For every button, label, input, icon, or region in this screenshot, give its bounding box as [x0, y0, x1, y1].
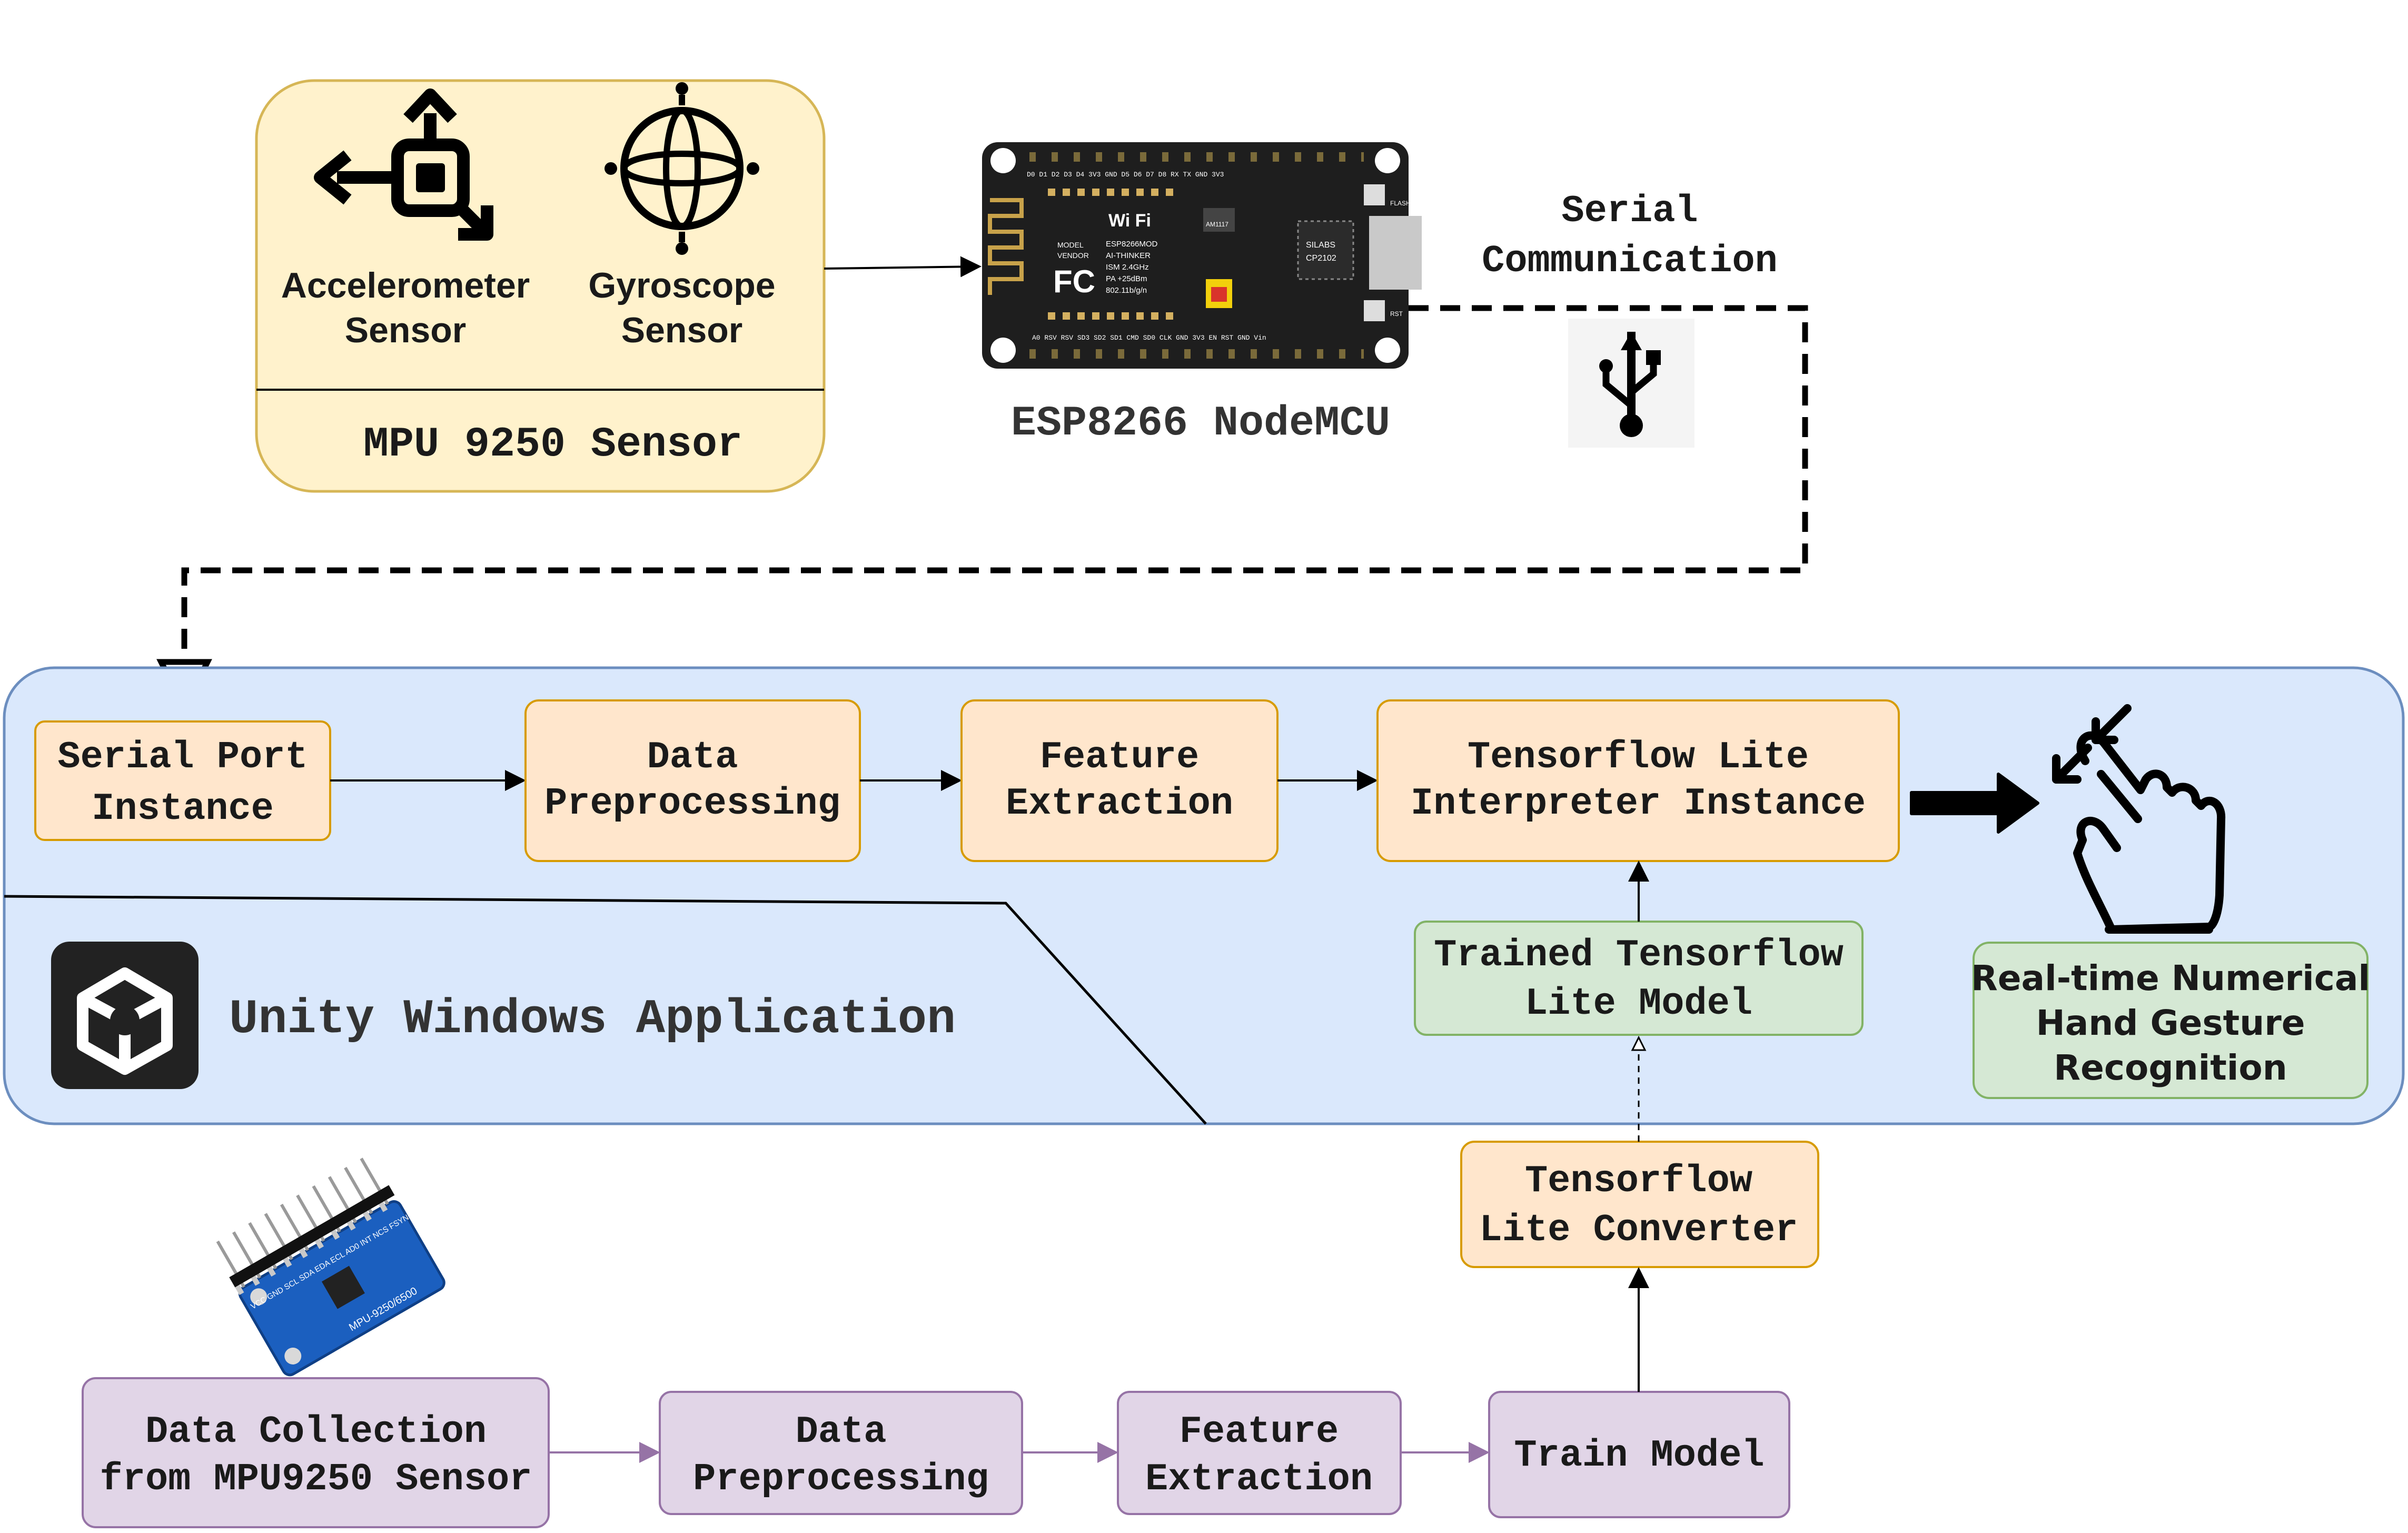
interpreter-line1: Tensorflow Lite [1468, 736, 1809, 779]
tflite-converter-box: Tensorflow Lite Converter [1460, 1141, 1819, 1268]
pinch-hand-icon [2052, 704, 2226, 934]
unity-prep-line2: Preprocessing [544, 782, 840, 825]
fc-logo: FC [1053, 264, 1095, 299]
gyroscope-icon [605, 82, 759, 255]
converter-line1: Tensorflow [1525, 1160, 1752, 1203]
trained-line1: Trained Tensorflow [1434, 934, 1844, 977]
board-label: ESP8266 NodeMCU [1011, 400, 1390, 448]
serial-port-line2: Instance [92, 787, 274, 830]
module-text-3: ISM 2.4GHz [1106, 263, 1149, 272]
gyroscope-label: Gyroscope [588, 265, 775, 305]
flash-label: FLASH [1390, 200, 1411, 207]
training-preprocessing-box: Data Preprocessing [659, 1391, 1023, 1515]
wifi-logo: Wi Fi [1108, 211, 1151, 231]
usb-chip-label-2: CP2102 [1306, 254, 1336, 263]
tflite-interpreter-box: Tensorflow Lite Interpreter Instance [1376, 699, 1900, 862]
training-feature-line2: Extraction [1145, 1458, 1373, 1501]
unity-logo-icon [51, 942, 199, 1089]
red-led [1211, 287, 1227, 302]
board-bottom-pin-labels: A0 RSV RSV SD3 SD2 SD1 CMD SD0 CLK GND 3… [1032, 334, 1266, 342]
usb-chip [1297, 220, 1354, 280]
usb-icon [1568, 319, 1694, 448]
mpu9250-sensor-panel: Accelerometer Sensor Gyroscope Sensor MP… [255, 79, 826, 493]
train-model-label: Train Model [1514, 1434, 1764, 1477]
data-collection-box: Data Collection from MPU9250 Sensor [82, 1377, 550, 1528]
serial-label-line1: Serial [1561, 190, 1698, 233]
module-text-1: ESP8266MOD [1106, 240, 1158, 249]
regulator-chip [1203, 208, 1235, 232]
serial-port-line1: Serial Port [57, 736, 308, 779]
unity-data-preprocessing-box: Data Preprocessing [524, 699, 861, 862]
accelerometer-sublabel: Sensor [345, 310, 467, 350]
training-feature-line1: Feature [1180, 1410, 1339, 1453]
serial-label-line2: Communication [1482, 240, 1778, 283]
unity-feature-line1: Feature [1040, 736, 1199, 779]
esp8266-board: D0 D1 D2 D3 D4 3V3 GND D5 D6 D7 D8 RX TX… [982, 142, 1422, 369]
unity-prep-line1: Data [647, 736, 738, 779]
result-recognition-box: Real-time Numerical Hand Gesture Recogni… [1971, 942, 2370, 1099]
collection-line1: Data Collection [145, 1410, 487, 1453]
regulator-label: AM1117 [1206, 221, 1228, 228]
usb-chip-label-1: SILABS [1306, 241, 1335, 250]
mpu9250-module-image: MPU-9250/6500 VCC GND SCL SDA EDA ECL AD… [216, 1158, 445, 1377]
unity-divider-line [4, 895, 1207, 1125]
accelerometer-icon [314, 88, 493, 241]
flash-button [1364, 184, 1385, 205]
interpreter-line2: Interpreter Instance [1411, 782, 1866, 825]
module-text-2: AI-THINKER [1106, 251, 1151, 260]
rst-label: RST [1390, 310, 1403, 318]
module-text-4: PA +25dBm [1106, 274, 1147, 283]
wifi-antenna-icon [988, 198, 1024, 295]
accelerometer-label: Accelerometer [281, 265, 530, 305]
training-feature-box: Feature Extraction [1117, 1391, 1402, 1515]
unity-feature-extraction-box: Feature Extraction [960, 699, 1279, 862]
training-prep-line2: Preprocessing [693, 1458, 989, 1501]
collection-line2: from MPU9250 Sensor [100, 1458, 532, 1501]
gyroscope-sublabel: Sensor [621, 310, 743, 350]
training-prep-line1: Data [796, 1410, 887, 1453]
converter-line2: Lite Converter [1480, 1209, 1798, 1252]
output-big-arrow [1910, 773, 2039, 834]
result-line2: Hand Gesture [2036, 1003, 2305, 1043]
sensor-panel-title: MPU 9250 Sensor [363, 421, 742, 469]
module-text-5: 802.11b/g/n [1106, 286, 1147, 295]
serial-port-instance-box: Serial Port Instance [34, 720, 331, 841]
unity-feature-line2: Extraction [1006, 782, 1233, 825]
unity-app-label: Unity Windows Application [229, 992, 956, 1047]
model-text-1: MODEL [1057, 241, 1084, 249]
usb-port [1369, 216, 1422, 290]
train-model-box: Train Model [1488, 1391, 1790, 1518]
serial-dashed-connector [184, 305, 1808, 708]
board-top-pin-labels: D0 D1 D2 D3 D4 3V3 GND D5 D6 D7 D8 RX TX… [1027, 171, 1224, 179]
result-line1: Real-time Numerical [1971, 958, 2370, 998]
result-line3: Recognition [2054, 1047, 2287, 1088]
model-text-2: VENDOR [1057, 251, 1089, 260]
trained-model-box: Trained Tensorflow Lite Model [1414, 921, 1864, 1036]
reset-button [1364, 300, 1385, 321]
trained-line2: Lite Model [1525, 982, 1752, 1025]
sensor-to-board-arrow [824, 256, 982, 278]
